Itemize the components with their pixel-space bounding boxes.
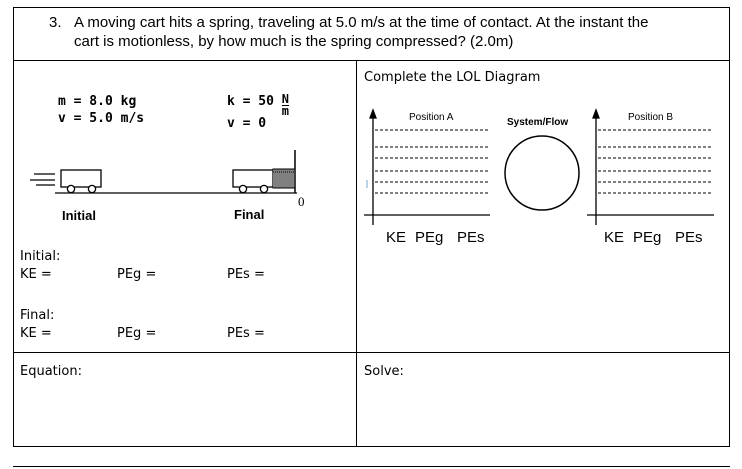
initial-velocity-label: v = 5.0 m/s <box>58 111 145 126</box>
question-divider <box>13 60 730 61</box>
position-a-ke-label: KE <box>386 229 407 246</box>
final-heading: Final: <box>20 308 55 323</box>
system-flow-label: System/Flow <box>507 117 569 128</box>
spring-constant-label: k = 50 N m <box>227 92 290 118</box>
spring-k-unit-num: N <box>281 92 290 106</box>
bottom-rule <box>13 466 730 467</box>
spring-k-unit: N m <box>281 92 290 118</box>
position-b-label: Position B <box>628 112 674 123</box>
initial-mass-label: m = 8.0 kg <box>58 94 137 109</box>
position-b-gridlines <box>598 129 712 194</box>
position-a-axes <box>364 108 490 225</box>
initial-heading: Initial: <box>20 249 61 264</box>
position-a-gridlines <box>375 129 488 194</box>
final-cart-icon <box>232 169 274 194</box>
initial-peg-field: PEg = <box>117 267 157 282</box>
column-divider <box>356 60 357 447</box>
lol-title: Complete the LOL Diagram <box>364 70 541 85</box>
compressed-spring-icon <box>272 168 296 189</box>
position-b-ke-label: KE <box>604 229 625 246</box>
final-caption: Final <box>234 207 265 222</box>
system-circle <box>504 135 580 211</box>
position-b-axes <box>587 108 714 225</box>
question-line-2: cart is motionless, by how much is the s… <box>74 33 514 50</box>
question-number: 3. <box>49 14 62 31</box>
spring-k-prefix: k = 50 <box>227 94 274 109</box>
position-b-peg-label: PEg <box>633 229 662 246</box>
final-velocity-label: v = 0 <box>227 116 267 131</box>
final-ke-field: KE = <box>20 326 52 341</box>
initial-cart-icon <box>60 169 102 194</box>
motion-lines <box>30 173 55 186</box>
initial-ke-field: KE = <box>20 267 52 282</box>
final-peg-field: PEg = <box>117 326 157 341</box>
position-a-pes-label: PEs <box>457 229 485 246</box>
position-a-label: Position A <box>409 112 454 123</box>
lol-diagram <box>364 108 714 225</box>
initial-caption: Initial <box>62 208 96 223</box>
solve-label: Solve: <box>364 364 404 379</box>
spring-k-unit-den: m <box>281 104 290 118</box>
position-a-peg-label: PEg <box>415 229 444 246</box>
zero-mark: 0 <box>298 194 305 209</box>
final-pes-field: PEs = <box>227 326 265 341</box>
equation-divider <box>13 352 730 353</box>
initial-pes-field: PEs = <box>227 267 265 282</box>
position-b-pes-label: PEs <box>675 229 703 246</box>
cart-diagram <box>30 150 297 194</box>
equation-label: Equation: <box>20 364 82 379</box>
question-box <box>13 7 730 447</box>
question-line-1: A moving cart hits a spring, traveling a… <box>74 14 649 31</box>
